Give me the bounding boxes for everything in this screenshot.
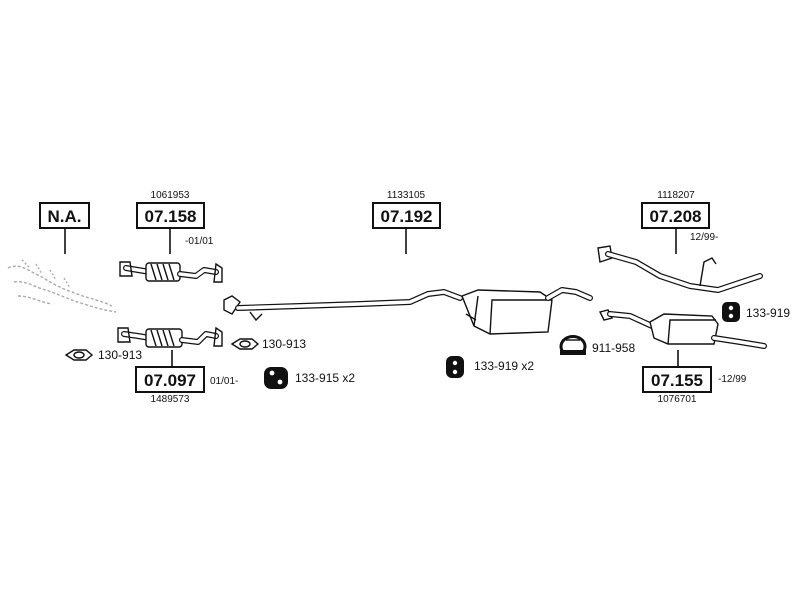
ref-07192-label: 07.192 bbox=[381, 207, 433, 226]
catalyst-icon bbox=[145, 262, 181, 282]
gasket-icon bbox=[64, 349, 94, 361]
ref-07208-label: 07.208 bbox=[650, 207, 702, 226]
oem-number: 1118207 bbox=[657, 190, 695, 201]
ref-07097[interactable]: 07.097 1489573 01/01- bbox=[135, 350, 238, 405]
ref-07192[interactable]: 1133105 07.192 bbox=[372, 190, 441, 254]
ref-07097-label: 07.097 bbox=[144, 371, 196, 390]
accessory-gasket-mid[interactable]: 130-913 bbox=[230, 337, 306, 351]
ref-07158[interactable]: 1061953 07.158 -01/01 bbox=[136, 190, 214, 254]
clamp-icon bbox=[559, 334, 587, 355]
ref-07155-label: 07.155 bbox=[651, 371, 703, 390]
front-pipe-lower[interactable] bbox=[117, 326, 223, 348]
accessory-code: 133-915 x2 bbox=[295, 371, 355, 385]
ref-na-label: N.A. bbox=[48, 207, 82, 226]
rubber-mount-icon bbox=[722, 302, 740, 322]
front-pipe-upper[interactable] bbox=[119, 261, 223, 283]
accessory-code: 133-919 x2 bbox=[474, 359, 534, 373]
accessory-gasket-left[interactable]: 130-913 bbox=[64, 348, 142, 362]
rubber-mount-icon bbox=[446, 356, 464, 378]
oem-number: 1133105 bbox=[387, 190, 426, 201]
accessory-rubber-mount-c[interactable]: 133-919 bbox=[722, 302, 790, 322]
ref-07158-label: 07.158 bbox=[145, 207, 197, 226]
ref-na[interactable]: N.A. bbox=[39, 202, 90, 254]
accessory-rubber-mount-b[interactable]: 133-919 x2 bbox=[446, 356, 534, 378]
oem-number: 1061953 bbox=[151, 190, 190, 201]
oem-number: 1076701 bbox=[658, 394, 697, 405]
date-range: 12/99- bbox=[690, 232, 718, 243]
rear-silencer[interactable] bbox=[598, 309, 767, 349]
rear-pipe[interactable] bbox=[597, 245, 763, 293]
date-range: 01/01- bbox=[210, 376, 238, 387]
accessory-code: 130-913 bbox=[262, 337, 306, 351]
accessory-code: 133-919 bbox=[746, 306, 790, 320]
accessory-clamp[interactable]: 911-958 bbox=[559, 334, 635, 355]
catalyst-icon bbox=[145, 328, 183, 348]
ref-07155[interactable]: 07.155 1076701 -12/99 bbox=[642, 350, 747, 405]
accessory-rubber-mount-a[interactable]: 133-915 x2 bbox=[264, 367, 355, 389]
date-range: -12/99 bbox=[718, 374, 747, 385]
accessory-code: 130-913 bbox=[98, 348, 142, 362]
gasket-icon bbox=[230, 338, 260, 350]
oem-number: 1489573 bbox=[151, 394, 190, 405]
na-manifold-sketch bbox=[7, 259, 117, 313]
date-range: -01/01 bbox=[185, 236, 214, 247]
accessory-code: 911-958 bbox=[592, 341, 635, 355]
ref-07208[interactable]: 1118207 07.208 12/99- bbox=[641, 190, 718, 254]
rubber-mount-icon bbox=[264, 367, 288, 389]
middle-silencer[interactable] bbox=[223, 287, 593, 335]
